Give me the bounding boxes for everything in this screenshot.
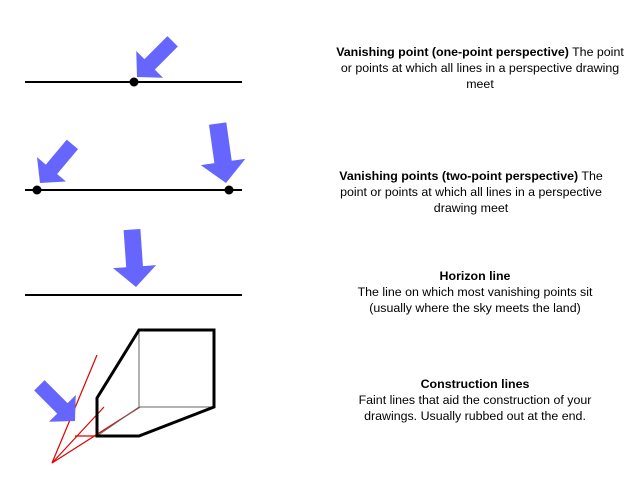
horizon-line-example xyxy=(25,228,242,296)
one-point-perspective-example xyxy=(25,27,242,91)
two-point-perspective-example xyxy=(25,120,249,196)
definition-one-point: The point or points at which all lines i… xyxy=(340,45,624,91)
term-construction-lines: Construction lines xyxy=(420,377,530,391)
description-one-point: Vanishing point (one-point perspective) … xyxy=(330,44,630,92)
term-horizon-line: Horizon line xyxy=(439,269,511,283)
arrow-icon xyxy=(25,132,87,196)
construction-lines-example xyxy=(25,328,216,464)
vanishing-point-left xyxy=(32,185,42,195)
construction-line xyxy=(51,406,105,464)
definition-two-point: The point or points at which all lines i… xyxy=(340,169,603,215)
description-horizon-line: Horizon line The line on which most vani… xyxy=(340,268,610,316)
box-outline xyxy=(95,328,216,438)
hidden-edge xyxy=(96,406,140,437)
description-construction-lines: Construction lines Faint lines that aid … xyxy=(340,376,610,424)
arrow-icon xyxy=(110,228,158,289)
vanishing-point-right xyxy=(224,185,234,195)
vanishing-point xyxy=(129,77,139,87)
description-two-point: Vanishing points (two-point perspective)… xyxy=(330,168,612,216)
arrow-icon xyxy=(195,120,249,187)
definition-construction-lines: Faint lines that aid the construction of… xyxy=(358,393,592,423)
definition-horizon-line: The line on which most vanishing points … xyxy=(357,285,593,315)
term-one-point: Vanishing point (one-point perspective) xyxy=(336,45,569,59)
term-two-point: Vanishing points (two-point perspective) xyxy=(339,169,579,183)
arrow-icon xyxy=(25,371,89,435)
